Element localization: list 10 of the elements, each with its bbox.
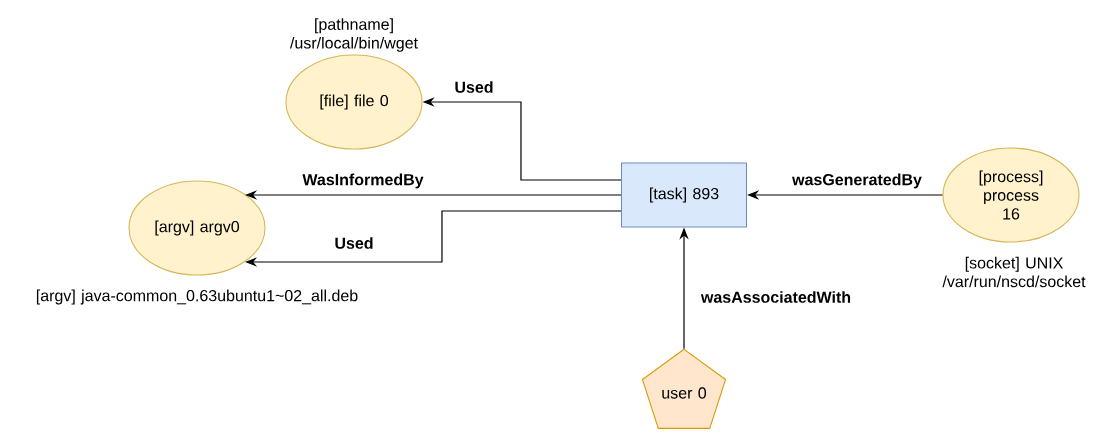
caption-text: [socket] UNIX /var/run/nscd/socket (942, 256, 1086, 288)
caption-text: [pathname] /usr/local/bin/wget (290, 18, 418, 52)
edge-label: wasGeneratedBy (790, 172, 924, 190)
edge-label: WasInformedBy (301, 172, 425, 190)
process-box: [task] 893 (620, 162, 748, 228)
caption-text: [argv] java-common_0.63ubuntu1~02_all.deb (36, 289, 358, 305)
agent-pentagon: user 0 (641, 348, 727, 429)
edge-label: Used (453, 79, 495, 95)
edge-label: wasAssociatedWith (699, 289, 853, 305)
edge-label: Used (333, 235, 375, 251)
